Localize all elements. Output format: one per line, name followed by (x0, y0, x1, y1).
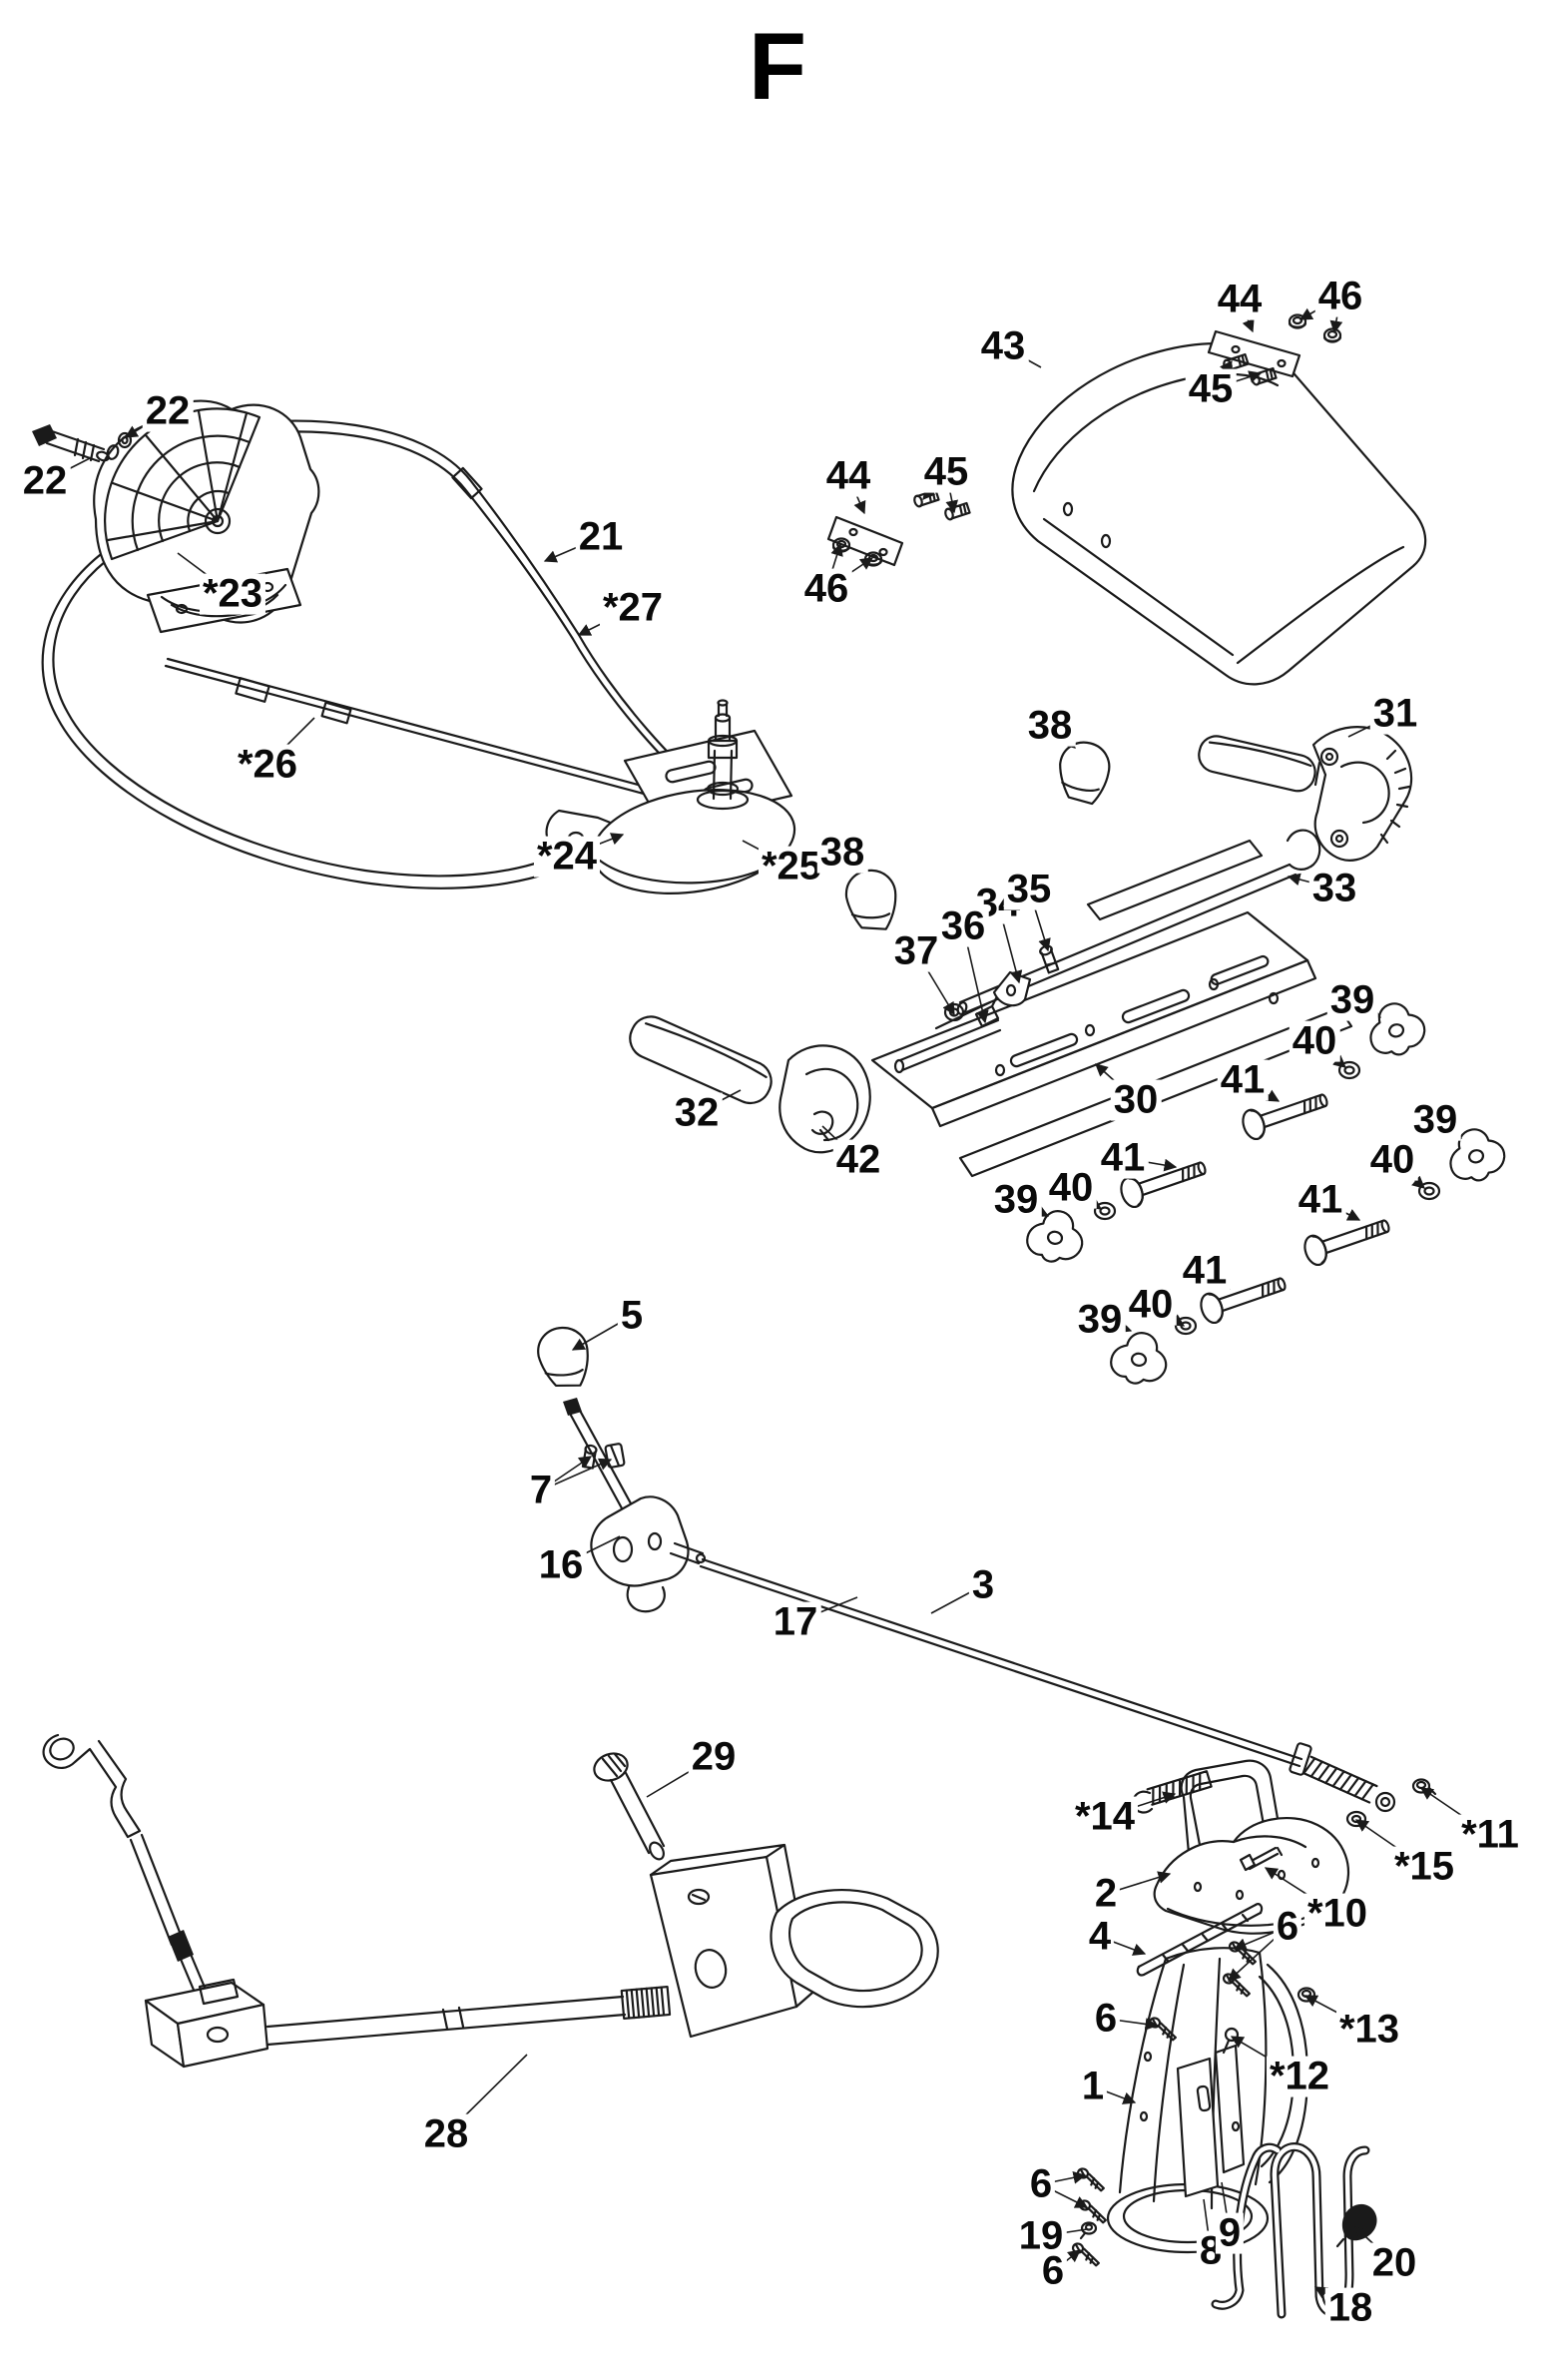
part-callout-star25: *25 (758, 846, 825, 888)
part-callout-1: 1 (1078, 2066, 1108, 2107)
part-callout-46: 46 (800, 568, 852, 610)
part-callout-40: 40 (1366, 1139, 1418, 1181)
part-28-lever-assembly (42, 1733, 939, 2069)
part-callout-32: 32 (671, 1092, 723, 1134)
part-callout-36: 36 (937, 905, 989, 947)
part-callout-30: 30 (1110, 1079, 1162, 1121)
part-callout-star10: *10 (1303, 1893, 1371, 1935)
part-callout-45: 45 (1185, 368, 1237, 410)
part-callout-6: 6 (1038, 2250, 1068, 2292)
part-callout-star23: *23 (199, 573, 266, 615)
part-callout-44: 44 (1214, 279, 1266, 320)
part-19-nut (1079, 2221, 1098, 2240)
part-callout-6: 6 (1026, 2163, 1056, 2205)
part-callout-2: 2 (1091, 1873, 1121, 1915)
part-callout-39: 39 (1409, 1099, 1461, 1141)
part-callout-star14: *14 (1071, 1796, 1139, 1838)
part-callout-39: 39 (990, 1179, 1042, 1221)
part-callout-20: 20 (1368, 2242, 1420, 2284)
part-25-disc-assembly (545, 699, 796, 894)
part-16-bracket (590, 1495, 707, 1613)
part-callout-44: 44 (822, 455, 874, 497)
part-callout-41: 41 (1217, 1059, 1269, 1101)
part-callout-3: 3 (968, 1564, 998, 1606)
part-callout-star27: *27 (599, 587, 667, 629)
part-callout-19: 19 (1015, 2215, 1067, 2257)
part-callout-star26: *26 (234, 744, 301, 786)
part-callout-16: 16 (535, 1544, 587, 1586)
part-callout-22: 22 (142, 390, 194, 432)
part-20-grip (1335, 2203, 1377, 2248)
part-callout-40: 40 (1045, 1167, 1097, 1209)
part-29-bolt (593, 1752, 666, 1861)
part-callout-39: 39 (1074, 1299, 1126, 1341)
part-callout-star12: *12 (1266, 2056, 1333, 2097)
part-callout-5: 5 (617, 1295, 647, 1337)
part-callout-33: 33 (1308, 868, 1360, 909)
part-callout-42: 42 (832, 1139, 884, 1181)
part-callout-41: 41 (1295, 1179, 1346, 1221)
part-callout-41: 41 (1097, 1137, 1149, 1179)
part-callout-31: 31 (1369, 693, 1421, 735)
part-callout-38: 38 (1024, 705, 1076, 747)
part-43-cover (1011, 342, 1427, 686)
part-callout-28: 28 (420, 2113, 472, 2155)
part-32-handle (629, 1015, 871, 1154)
part-2-pedal (1153, 1759, 1350, 1935)
figure-title: F (748, 14, 807, 120)
part-callout-40: 40 (1289, 1020, 1340, 1062)
part-callout-9: 9 (1215, 2212, 1245, 2254)
part-44-bracket-lower (826, 488, 971, 567)
part-callout-star13: *13 (1335, 2009, 1403, 2051)
cable-21-27 (206, 419, 741, 821)
part-callout-7: 7 (526, 1470, 556, 1511)
part-callout-21: 21 (575, 516, 627, 558)
part-callout-star24: *24 (533, 836, 601, 878)
part-callout-6: 6 (1091, 1998, 1121, 2040)
part-44-bracket-top (1207, 313, 1342, 387)
part-callout-29: 29 (688, 1736, 740, 1778)
part-callout-37: 37 (890, 930, 942, 972)
part-callout-39: 39 (1326, 979, 1378, 1021)
part-callout-star15: *15 (1390, 1846, 1458, 1888)
part-callout-40: 40 (1125, 1284, 1177, 1326)
part-callout-18: 18 (1324, 2287, 1376, 2329)
part-31-handle (1198, 726, 1413, 862)
part-callout-43: 43 (977, 325, 1029, 367)
part-callout-38: 38 (816, 832, 868, 874)
part-30-base-plate (870, 839, 1353, 1178)
part-callout-22: 22 (19, 460, 71, 502)
part-callout-4: 4 (1085, 1916, 1115, 1958)
part-callout-35: 35 (1003, 869, 1055, 910)
part-callout-star11: *11 (1458, 1814, 1522, 1856)
part-callout-41: 41 (1179, 1250, 1231, 1292)
part-callout-17: 17 (770, 1601, 821, 1643)
part-callout-45: 45 (920, 451, 972, 493)
part-callout-6: 6 (1273, 1906, 1302, 1948)
part-callout-46: 46 (1314, 276, 1366, 317)
